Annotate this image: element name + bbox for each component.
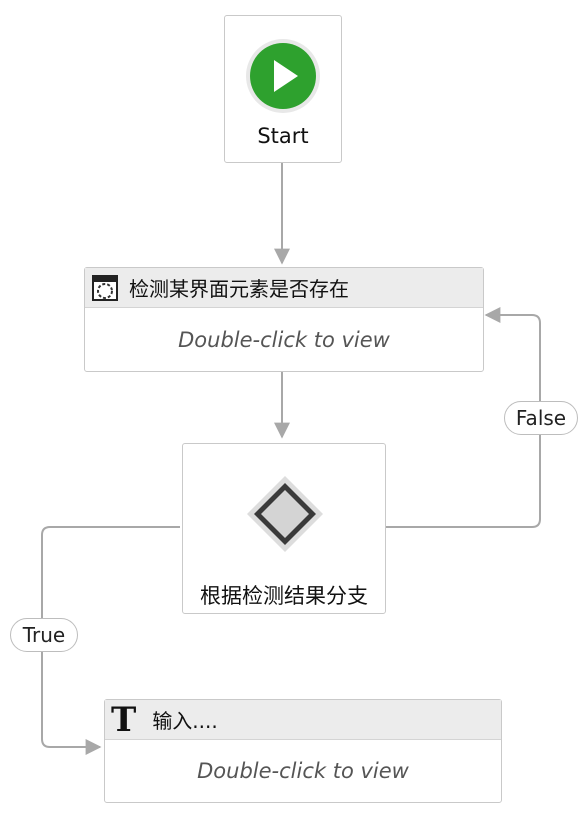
activity-body-hint: Double-click to view bbox=[197, 759, 409, 783]
element-exists-activity[interactable]: 检测某界面元素是否存在 Double-click to view bbox=[84, 267, 484, 372]
start-node[interactable]: Start bbox=[224, 15, 342, 163]
activity-title: 输入.... bbox=[152, 709, 218, 733]
element-exists-icon bbox=[92, 274, 118, 301]
diamond-icon bbox=[247, 476, 323, 552]
activity-header: 检测某界面元素是否存在 bbox=[85, 268, 483, 308]
activity-body-hint: Double-click to view bbox=[178, 327, 390, 352]
activity-header: T 输入.... bbox=[105, 700, 501, 740]
false-branch-label: False bbox=[504, 401, 578, 435]
type-into-activity[interactable]: T 输入.... Double-click to view bbox=[104, 699, 502, 803]
activity-title: 检测某界面元素是否存在 bbox=[129, 277, 349, 301]
true-branch-label: True bbox=[10, 618, 78, 652]
decision-label: 根据检测结果分支 bbox=[200, 584, 368, 608]
start-label: Start bbox=[257, 124, 309, 148]
play-icon bbox=[246, 39, 320, 113]
decision-node[interactable]: 根据检测结果分支 bbox=[182, 443, 386, 614]
type-into-icon: T bbox=[111, 699, 137, 740]
